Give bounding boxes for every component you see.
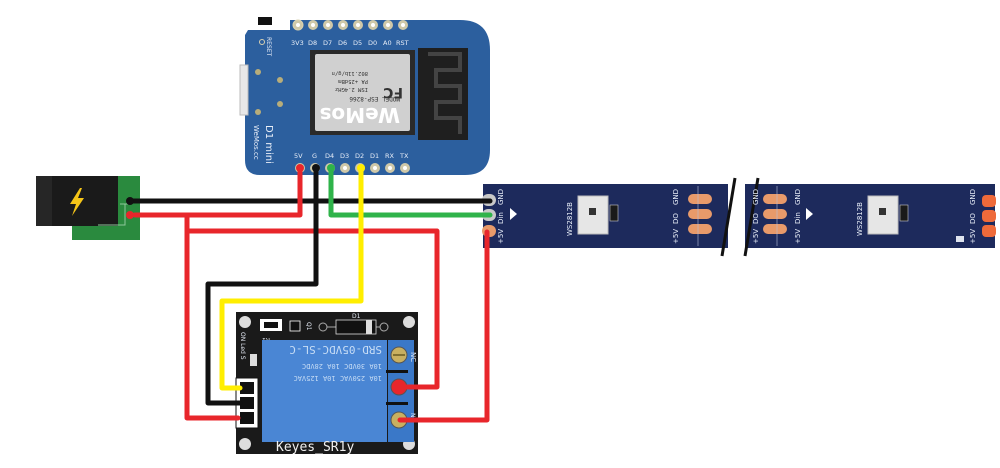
module-line-1: ISM 2.4GHz — [335, 86, 368, 92]
strip-end-label-gnd: GND — [969, 189, 977, 205]
d1-top-pins — [292, 19, 408, 31]
pin-label-d5: D5 — [353, 39, 362, 47]
strip2-left-label-do: DO — [752, 213, 760, 224]
pin-label-d7: D7 — [323, 39, 332, 47]
board-brand: WeMos.cc — [252, 125, 260, 160]
strip-input-label-gnd: GND — [497, 189, 505, 205]
strip-break-mark — [720, 177, 737, 257]
module-line-2: PA +25dBm — [338, 78, 368, 84]
relay-rating-2: 10A 250VAC 10A 125VAC — [293, 374, 382, 382]
q1-label: Q1 — [305, 322, 312, 331]
strip-end-label-5v: +5V — [969, 229, 977, 244]
relay-body — [262, 340, 387, 442]
strip-end-label-do: DO — [969, 213, 977, 224]
strip2-left-label-5v: +5V — [752, 229, 760, 244]
pin-label-d1: D1 — [370, 152, 379, 160]
board-name: D1 mini — [263, 125, 274, 164]
strip-out-label-gnd: GND — [672, 189, 680, 205]
jack-pin-power — [126, 211, 134, 219]
strip-input-label-din: Din — [497, 212, 505, 224]
pin-label-rst: RST — [396, 39, 409, 47]
pin-label-a0: A0 — [383, 39, 392, 47]
chip-label-2: WS2812B — [856, 202, 864, 236]
pin-label-d0: D0 — [368, 39, 377, 47]
wire-5v-jack-to-relay — [184, 212, 241, 421]
pin-label-d4: D4 — [325, 152, 334, 160]
strip-out-label-do: DO — [672, 213, 680, 224]
wire-5v-to-relay-com — [184, 228, 440, 390]
wire-5v-jack-to-d1 — [132, 167, 303, 218]
lightning-icon — [70, 188, 84, 216]
strip2-in-label-gnd: GND — [794, 189, 802, 205]
pin-label-d3: D3 — [340, 152, 349, 160]
strip-out-label-5v: +5V — [672, 229, 680, 244]
reset-button — [258, 17, 272, 25]
nc-label: NC — [409, 352, 417, 362]
pin-label-g: G — [312, 152, 317, 160]
r1-label: R1 — [262, 336, 270, 343]
pin-label-d6: D6 — [338, 39, 347, 47]
module-model: MODEL ESP-8266 — [349, 95, 400, 102]
module-line-3: 802.11b/g/n — [332, 70, 368, 76]
strip2-in-label-5v: +5V — [794, 229, 802, 244]
strip-input-label-5v: +5V — [497, 229, 505, 244]
fcc-logo: FC — [383, 84, 403, 100]
barrel-jack — [36, 176, 140, 240]
led-strip: +5V Din GND WS2812B +5V DO GND +5V DO GN… — [482, 177, 996, 257]
chip-label-1: WS2812B — [566, 202, 574, 236]
d1-label: D1 — [352, 313, 361, 320]
reset-label: RESET — [265, 37, 272, 57]
relay-module: R1 Q1 D1 ON Led S SRD-05VDC-SL-C 10A 30V… — [235, 312, 418, 455]
relay-side-label: ON Led S — [239, 332, 246, 360]
relay-rating-1: 10A 30VDC 10A 28VDC — [302, 362, 382, 370]
relay-board-name: Keyes_SR1y — [276, 440, 354, 455]
relay-model: SRD-05VDC-SL-C — [289, 343, 382, 356]
pin-label-d2: D2 — [355, 152, 364, 160]
pin-label-3v3: 3V3 — [291, 39, 304, 47]
pin-label-5v: 5V — [294, 152, 303, 160]
jack-pin-ground — [126, 197, 134, 205]
wire-d4-to-strip-din — [328, 167, 493, 218]
pin-label-d8: D8 — [308, 39, 317, 47]
pin-label-tx: TX — [399, 152, 409, 160]
strip2-in-label-din: Din — [794, 212, 802, 224]
wire-gnd-d1-to-relay — [205, 167, 319, 406]
wire-relay-no-to-strip-5v — [397, 229, 490, 423]
wire-d2-to-relay-signal — [219, 167, 364, 391]
d1-mini-board: 3V3 D8 D7 D6 D5 D0 A0 RST RESET D1 mini … — [239, 17, 490, 175]
wires — [127, 167, 493, 423]
arrow-right-icon — [510, 208, 517, 220]
pin-label-rx: RX — [385, 152, 395, 160]
strip2-left-label-gnd: GND — [752, 189, 760, 205]
wemos-logo: WeMos — [320, 103, 400, 127]
